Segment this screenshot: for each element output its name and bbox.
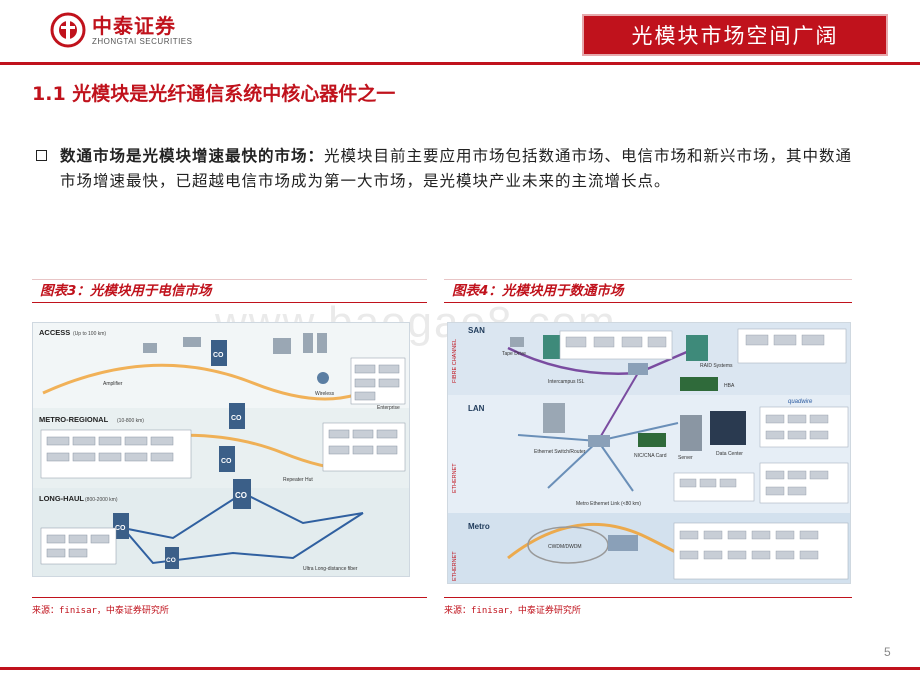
bullet-square-icon [36, 150, 47, 161]
co-label: CO [213, 352, 224, 359]
data-center-icon [710, 411, 746, 445]
header-divider [0, 62, 920, 65]
hba-card-icon [680, 377, 718, 391]
section-title: 1.1 光模块是光纤通信系统中核心器件之一 [32, 83, 396, 105]
ethernet-metro-label: ETHERNET [452, 551, 458, 581]
logo-english-name: ZHONGTAI SECURITIES [92, 36, 193, 46]
access-label: ACCESS [39, 328, 70, 337]
ethernet-label: ETHERNET [452, 463, 458, 493]
metro-ethernet-label: Metro Ethernet Link (<80 km) [576, 501, 641, 507]
figure-left-source: 来源：finisar，中泰证券研究所 [32, 606, 169, 616]
bullet-body: 光模块目前主要应用市场包括数通市场、电信市场和新兴市场，其中数通市场增速最快，已… [60, 147, 853, 190]
co-building-icon: CO [229, 403, 245, 429]
enterprise-label: Enterprise [377, 405, 400, 411]
figure-right-source-bar: 来源：finisar，中泰证券研究所 [444, 597, 852, 617]
quadwire-label: quadwire [788, 399, 813, 405]
co-label: CO [115, 525, 126, 532]
tape-drive-label: Tape Drive [502, 351, 526, 357]
metro-sub-label: (10-800 km) [117, 418, 144, 424]
amplifier-label: Amplifier [103, 381, 123, 387]
figure-right-title-bar: 图表4：光模块用于数通市场 [444, 279, 852, 303]
metro-label: Metro [468, 522, 490, 531]
wireless-label: Wireless [315, 391, 335, 397]
lan-label: LAN [468, 404, 485, 413]
metro-switch-icon [608, 535, 638, 551]
hba-label: HBA [724, 383, 735, 389]
san-label: SAN [468, 326, 485, 335]
datacom-network-diagram: SAN LAN Metro FIBRE CHANNEL ETHERNET ETH… [447, 322, 851, 584]
nic-card-label: NIC/CNA Card [634, 453, 667, 459]
co-label: CO [221, 458, 232, 465]
access-sub-label: (Up to 100 km) [73, 331, 106, 337]
metro-label: METRO-REGIONAL [39, 415, 109, 424]
telecom-diagram-svg: ACCESS (Up to 100 km) METRO-REGIONAL (10… [33, 323, 409, 576]
company-logo: 中泰证券 ZHONGTAI SECURITIES [50, 12, 192, 48]
figure-left-source-bar: 来源：finisar，中泰证券研究所 [32, 597, 427, 617]
switch-icon [628, 363, 648, 375]
switch-icon [588, 435, 610, 447]
header-title: 光模块市场空间广阔 [631, 24, 839, 48]
data-center-label: Data Center [716, 451, 743, 457]
switch-router-label: Ethernet Switch/Router [534, 449, 586, 455]
footer-divider [0, 667, 920, 670]
tape-drive-icon [510, 337, 524, 347]
ultra-longdistance-label: Ultra Long-distance fiber [303, 566, 358, 572]
figure-right-source: 来源：finisar，中泰证券研究所 [444, 606, 581, 616]
figure-left-title: 图表3：光模块用于电信市场 [40, 283, 212, 299]
server-icon [680, 415, 702, 451]
telecom-network-diagram: ACCESS (Up to 100 km) METRO-REGIONAL (10… [32, 322, 410, 577]
co-building-icon: CO [219, 446, 235, 472]
longhaul-sub-label: (800-2000 km) [85, 497, 118, 503]
bullet-lead: 数通市场是光模块增速最快的市场： [60, 147, 325, 165]
server-rack-icon [543, 403, 565, 433]
bullet-paragraph: 数通市场是光模块增速最快的市场：光模块目前主要应用市场包括数通市场、电信市场和新… [60, 144, 860, 194]
raid-label: RAID Systems [700, 363, 733, 369]
header-title-banner: 光模块市场空间广阔 [582, 14, 888, 56]
figure-right-title: 图表4：光模块用于数通市场 [452, 283, 624, 299]
raid-icon [686, 335, 708, 361]
co-label: CO [231, 415, 242, 422]
intercampus-label: Intercampus ISL [548, 379, 585, 385]
longhaul-label: LONG-HAUL [39, 494, 84, 503]
datacom-diagram-svg: SAN LAN Metro FIBRE CHANNEL ETHERNET ETH… [448, 323, 850, 583]
zhongtai-logo-icon [50, 12, 86, 48]
raid-icon [543, 335, 561, 359]
co-building-icon: CO [211, 340, 227, 366]
page-number: 5 [884, 645, 891, 659]
cwdm-label: CWDM/DWDM [548, 544, 582, 550]
fibre-channel-label: FIBRE CHANNEL [452, 339, 458, 383]
server-label: Server [678, 455, 693, 461]
co-building-icon: CO [113, 513, 129, 539]
co-building-icon: CO [165, 547, 179, 569]
nic-card-icon [638, 433, 666, 447]
logo-chinese-name: 中泰证券 [92, 13, 176, 38]
co-label: CO [166, 557, 176, 564]
co-label: CO [235, 491, 247, 500]
co-building-icon: CO [233, 479, 251, 509]
repeater-label: Repeater Hut [283, 477, 313, 483]
figure-left-title-bar: 图表3：光模块用于电信市场 [32, 279, 427, 303]
